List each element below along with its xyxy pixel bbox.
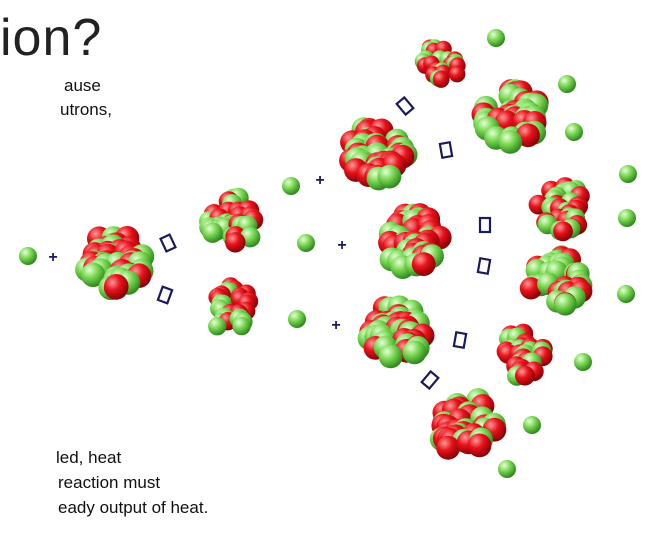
free-neutron-11 (574, 353, 592, 371)
fragment-upper-right (471, 79, 549, 154)
reaction-arrow-2 (156, 285, 174, 305)
neutron (402, 340, 427, 365)
fragment-right-3 (496, 323, 553, 386)
fission-fragment-1 (199, 187, 264, 253)
body-text-line-5: eady output of heat. (58, 498, 209, 517)
free-neutron-8 (619, 165, 637, 183)
free-neutron-13 (498, 460, 516, 478)
body-text-line-4: reaction must (58, 473, 161, 492)
proton (448, 65, 466, 83)
proton (519, 277, 543, 300)
reaction-arrow-4 (438, 140, 454, 160)
neutron (378, 344, 403, 369)
neutron (498, 130, 523, 154)
fission-fragment-2 (208, 277, 259, 336)
fragment-top (414, 39, 466, 88)
neutron (208, 317, 227, 336)
plus-sign-2: + (315, 172, 324, 189)
free-neutron-5 (487, 29, 505, 47)
reaction-arrow-7 (452, 330, 468, 350)
free-neutron-2 (282, 177, 300, 195)
free-neutron-4 (288, 310, 306, 328)
proton (553, 221, 573, 242)
body-text-line-1: ause (64, 76, 101, 95)
plus-sign-1: + (48, 249, 57, 266)
neutron (232, 316, 251, 336)
reaction-arrow-5 (478, 216, 492, 234)
proton (411, 252, 436, 276)
neutron (80, 262, 106, 287)
slide-title: ion? (0, 9, 103, 67)
neutron (554, 293, 577, 316)
proton (225, 232, 246, 253)
free-neutron-9 (618, 209, 636, 227)
uranium-nucleus-2 (339, 117, 418, 191)
fragment-bottom (429, 388, 507, 460)
neutron (202, 222, 223, 243)
free-neutron-1 (19, 247, 37, 265)
fragment-right-2 (519, 245, 593, 316)
neutron (377, 164, 402, 189)
free-neutron-6 (558, 75, 576, 93)
reaction-arrow-8 (420, 369, 440, 391)
uranium-nucleus-4 (357, 295, 435, 369)
body-text-line-2: utrons, (60, 100, 112, 119)
proton (103, 275, 129, 300)
uranium-nucleus-3 (378, 203, 452, 279)
free-neutron-3 (297, 234, 315, 252)
reaction-arrow-1 (159, 233, 177, 253)
body-text-line-3: led, heat (56, 448, 122, 467)
fragment-right-1 (528, 177, 590, 242)
free-neutron-12 (523, 416, 541, 434)
proton (432, 71, 450, 88)
free-neutron-7 (565, 123, 583, 141)
arrows-layer (156, 95, 492, 391)
free-neutrons-layer (19, 29, 637, 478)
nuclei-layer (75, 39, 593, 460)
reaction-arrow-6 (476, 256, 492, 276)
free-neutron-10 (617, 285, 635, 303)
proton (515, 365, 535, 386)
proton (436, 435, 460, 460)
plus-sign-3: + (337, 237, 346, 254)
plus-signs-layer: + + + + (48, 172, 346, 334)
proton (467, 433, 492, 458)
plus-sign-4: + (331, 317, 340, 334)
uranium-nucleus (75, 226, 155, 300)
reaction-arrow-3 (395, 95, 415, 117)
